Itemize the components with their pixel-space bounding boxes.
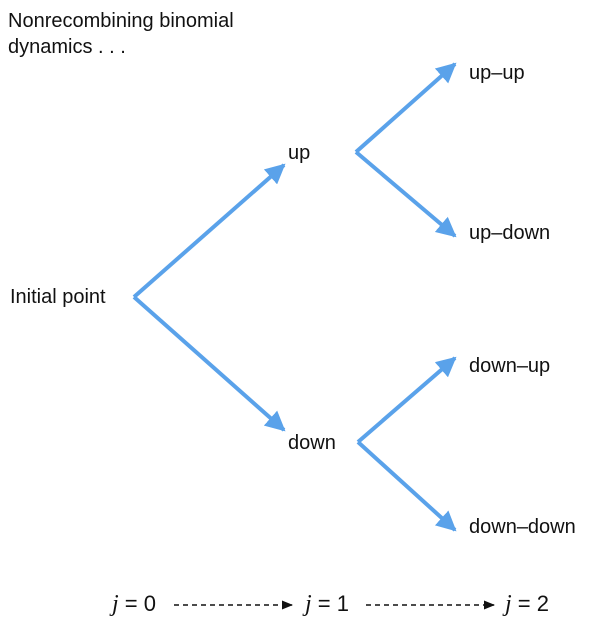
node-down-up: down–up (469, 355, 551, 377)
step-value-2: 2 (536, 591, 549, 616)
node-up-up: up–up (469, 62, 525, 84)
arrow-initial-to-down (132, 295, 286, 432)
step-value-1: 1 (336, 591, 349, 616)
diagram-title: Nonrecombining binomial dynamics . . . (8, 8, 234, 60)
step-equals: = (511, 591, 537, 616)
arrow-down-to-down-up (356, 356, 457, 444)
step-equals: = (311, 591, 337, 616)
node-up-down: up–down (469, 222, 551, 244)
arrow-up-to-up-down (354, 150, 457, 238)
step-variable: j (505, 591, 512, 617)
step-variable: j (112, 591, 119, 617)
diagram-title-line-2: dynamics . . . (8, 36, 126, 58)
node-up: up (288, 142, 311, 164)
arrow-up-to-up-up (354, 62, 457, 154)
step-equals: = (118, 591, 144, 616)
step-label-0: j = 0 (112, 591, 156, 617)
step-value-0: 0 (143, 591, 156, 616)
diagram-title-line-1: Nonrecombining binomial (8, 10, 234, 32)
step-label-1: j = 1 (305, 591, 349, 617)
arrow-down-to-down-down (356, 440, 457, 532)
step-variable: j (305, 591, 312, 617)
node-down: down (288, 432, 336, 454)
step-label-2: j = 2 (505, 591, 549, 617)
arrow-initial-to-up (132, 163, 286, 299)
node-initial-point: Initial point (10, 286, 106, 308)
node-down-down: down–down (469, 516, 576, 538)
